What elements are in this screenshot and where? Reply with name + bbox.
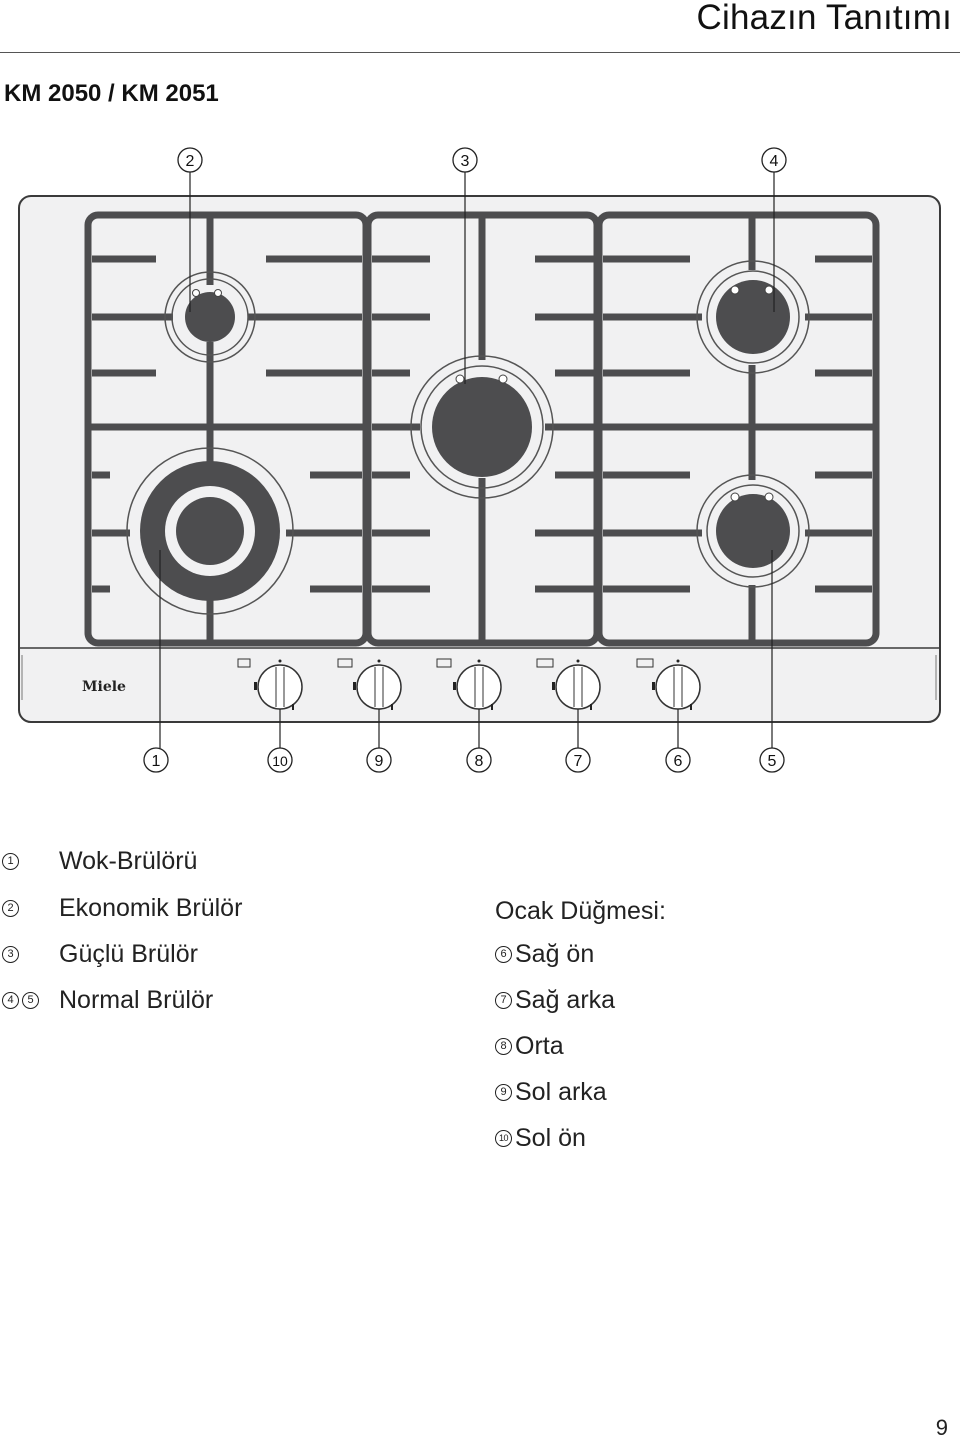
knob-legend-item: 6 Sağ ön <box>495 940 594 969</box>
pan-support-grates <box>84 211 880 647</box>
page-number: 9 <box>935 1415 948 1440</box>
svg-text:3: 3 <box>461 153 470 170</box>
svg-text:2: 2 <box>186 153 195 170</box>
burner-normal-rear <box>696 260 810 374</box>
callout-5: 5 <box>759 747 785 773</box>
svg-text:6: 6 <box>674 753 683 770</box>
callout-9: 9 <box>366 747 392 773</box>
legend-number: 3 <box>2 946 19 963</box>
legend-number: 6 <box>495 946 512 963</box>
legend-text: Sol ön <box>515 1124 586 1152</box>
legend-number: 10 <box>495 1130 512 1147</box>
svg-text:7: 7 <box>574 753 583 770</box>
legend-item-economy: 2 Ekonomik Brülör <box>2 894 242 923</box>
legend-number: 2 <box>2 900 19 917</box>
burner-powerful <box>410 355 554 499</box>
legend-text: Sağ ön <box>515 940 595 968</box>
svg-text:5: 5 <box>768 753 777 770</box>
burner-wok <box>126 447 294 615</box>
callout-4: 4 <box>761 147 787 173</box>
callout-2: 2 <box>177 147 203 173</box>
callout-3: 3 <box>452 147 478 173</box>
svg-text:8: 8 <box>475 753 484 770</box>
callout-7: 7 <box>565 747 591 773</box>
svg-text:4: 4 <box>770 153 779 170</box>
control-knob-right-rear <box>536 658 601 710</box>
brand-logo: Miele <box>82 679 126 695</box>
legend-text: Normal Brülör <box>59 986 214 1014</box>
legend-number: 4 <box>2 992 19 1009</box>
knob-legend-item: 10 Sol ön <box>495 1124 586 1153</box>
legend-number: 9 <box>495 1084 512 1101</box>
page-header-title: Cihazın Tanıtımı <box>696 0 952 37</box>
header-divider <box>0 52 960 53</box>
model-title: KM 2050 / KM 2051 <box>4 80 219 107</box>
legend-text: Sol arka <box>515 1078 607 1106</box>
legend-number: 8 <box>495 1038 512 1055</box>
callout-8: 8 <box>466 747 492 773</box>
knob-legend-item: 8 Orta <box>495 1032 564 1061</box>
legend-number: 7 <box>495 992 512 1009</box>
legend-text: Sağ arka <box>515 986 616 1014</box>
control-knob-right-front <box>636 658 701 710</box>
legend-text: Orta <box>515 1032 564 1060</box>
legend-number: 1 <box>2 853 19 870</box>
svg-text:10: 10 <box>272 753 288 769</box>
svg-text:1: 1 <box>152 753 161 770</box>
burner-economy <box>164 271 256 363</box>
callout-6: 6 <box>665 747 691 773</box>
legend-number: 5 <box>22 992 39 1009</box>
control-knob-left-rear <box>337 658 402 710</box>
knob-legend-title: Ocak Düğmesi: <box>495 897 666 925</box>
legend-item-powerful: 3 Güçlü Brülör <box>2 940 198 969</box>
knob-legend-item: 9 Sol arka <box>495 1078 607 1107</box>
callout-leaders <box>159 172 775 748</box>
legend-text: Ekonomik Brülör <box>59 894 243 922</box>
callout-1: 1 <box>143 747 169 773</box>
legend-item-wok: 1 Wok-Brülörü <box>2 847 197 876</box>
legend-text: Wok-Brülörü <box>59 847 198 875</box>
hob-diagram: Miele <box>18 147 941 773</box>
burner-normal-front <box>696 474 810 588</box>
control-knob-centre <box>436 658 502 710</box>
svg-text:9: 9 <box>375 753 384 770</box>
knob-legend-item: 7 Sağ arka <box>495 986 615 1015</box>
legend-item-normal: 4 5 Normal Brülör <box>2 986 213 1015</box>
callout-10: 10 <box>267 747 293 773</box>
legend-text: Güçlü Brülör <box>59 940 198 968</box>
